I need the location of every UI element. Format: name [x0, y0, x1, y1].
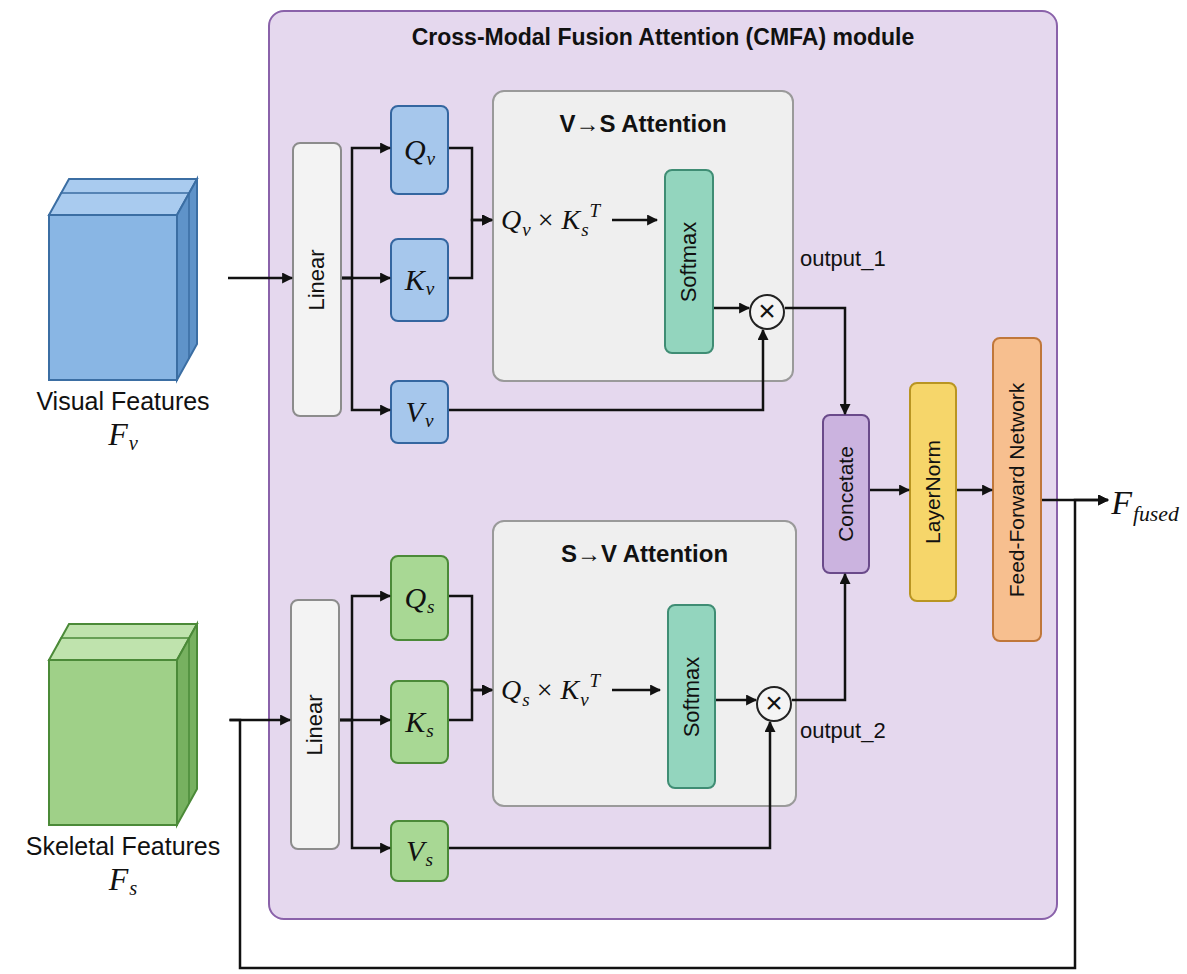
math-symbol: K [405, 263, 425, 296]
feature-cube: Visual FeaturesFv [18, 175, 228, 463]
cube-front [49, 215, 177, 380]
feature-name: Skeletal Features [26, 832, 221, 861]
math-line: Qs [404, 581, 434, 616]
math-line: Kv [405, 263, 435, 298]
math-symbol: Q [501, 204, 521, 235]
block-title: V→S Attention [559, 110, 726, 138]
block-title: Cross-Modal Fusion Attention (CMFA) modu… [412, 24, 915, 50]
math-index: s [581, 219, 588, 240]
math-symbol: F [109, 861, 129, 897]
edge-label: output_1 [800, 246, 886, 272]
layer-label: Softmax [679, 656, 703, 737]
projection-box: Vv [390, 380, 449, 444]
layer-label: Softmax [677, 221, 701, 302]
feature-name: Visual Features [36, 387, 209, 416]
operator-symbol: × [537, 674, 553, 705]
cube-ridge [57, 638, 189, 804]
layer-box: Softmax [664, 169, 714, 354]
math-index: T [590, 670, 601, 691]
math-subscript: s [427, 596, 434, 617]
output-terminal: Ffused [1108, 474, 1182, 532]
math-line: Vv [406, 395, 434, 430]
block-title: S→V Attention [561, 540, 728, 568]
math-symbol: Q [501, 674, 521, 705]
layer-label: Concetate [834, 446, 857, 542]
layer-box: Softmax [667, 604, 716, 789]
math-index: s [522, 689, 529, 710]
math-subscript: s [426, 720, 433, 741]
math-symbol: V [406, 395, 424, 428]
multiply-node: × [756, 686, 792, 722]
math-symbol: Q [404, 581, 426, 614]
math-subscript: v [427, 148, 436, 169]
operator-symbol: × [538, 204, 554, 235]
attention-formula: Qs ×KvT [500, 673, 600, 710]
layer-box: Feed-Forward Network [992, 337, 1042, 642]
cube-front [49, 660, 177, 825]
multiply-node: × [749, 294, 785, 330]
projection-box: Qv [390, 105, 449, 195]
cube-side [177, 624, 197, 825]
projection-box: Qs [390, 555, 449, 641]
math-symbol: K [405, 705, 425, 738]
cube-ridge [57, 193, 189, 359]
math-subscript: fused [1133, 502, 1179, 526]
math-subscript: s [425, 849, 432, 870]
math-symbol: V [406, 834, 424, 867]
layer-box: Linear [290, 599, 340, 850]
math-index: v [522, 219, 530, 240]
feature-cube: Skeletal FeaturesFs [17, 620, 230, 912]
layer-label: Feed-Forward Network [1005, 382, 1028, 597]
math-line: Vs [406, 834, 433, 869]
attention-formula: Qv ×KsT [500, 203, 600, 240]
math-subscript: s [129, 877, 137, 899]
layer-label: LayerNorm [921, 440, 944, 544]
math-subscript: v [425, 410, 434, 431]
layer-box: Linear [292, 142, 342, 417]
math-line: Qv [404, 133, 435, 168]
math-line: Ks [405, 705, 433, 740]
math-line: Fv [108, 416, 138, 453]
layer-box: Concetate [822, 414, 870, 574]
attention-block: V→S AttentionSoftmax × [492, 90, 794, 382]
math-line: Ffused [1111, 483, 1179, 522]
layer-box: LayerNorm [909, 382, 957, 602]
math-symbol: Q [404, 133, 426, 166]
projection-box: Ks [390, 680, 449, 764]
attention-block: S→V AttentionSoftmax × [492, 520, 797, 807]
feature-cube-drawing [43, 620, 203, 830]
layer-label: Linear [303, 694, 327, 755]
math-symbol: F [1111, 484, 1132, 521]
math-symbol: K [560, 674, 579, 705]
cube-top [49, 624, 197, 660]
projection-box: Vs [390, 820, 449, 882]
math-index: v [580, 689, 588, 710]
feature-cube-drawing [43, 175, 203, 385]
cube-top [49, 179, 197, 215]
math-symbol: F [108, 416, 128, 452]
cube-side [177, 179, 197, 380]
module-panel: Cross-Modal Fusion Attention (CMFA) modu… [268, 10, 1058, 920]
math-line: Fs [109, 861, 138, 898]
math-index: T [590, 200, 601, 221]
math-subscript: v [129, 432, 138, 454]
math-symbol: K [561, 204, 580, 235]
multiply-symbol: × [765, 688, 783, 718]
math-subscript: v [426, 278, 435, 299]
multiply-symbol: × [758, 296, 776, 326]
layer-label: Linear [305, 249, 329, 310]
edge-label: output_2 [800, 718, 886, 744]
projection-box: Kv [390, 238, 449, 322]
